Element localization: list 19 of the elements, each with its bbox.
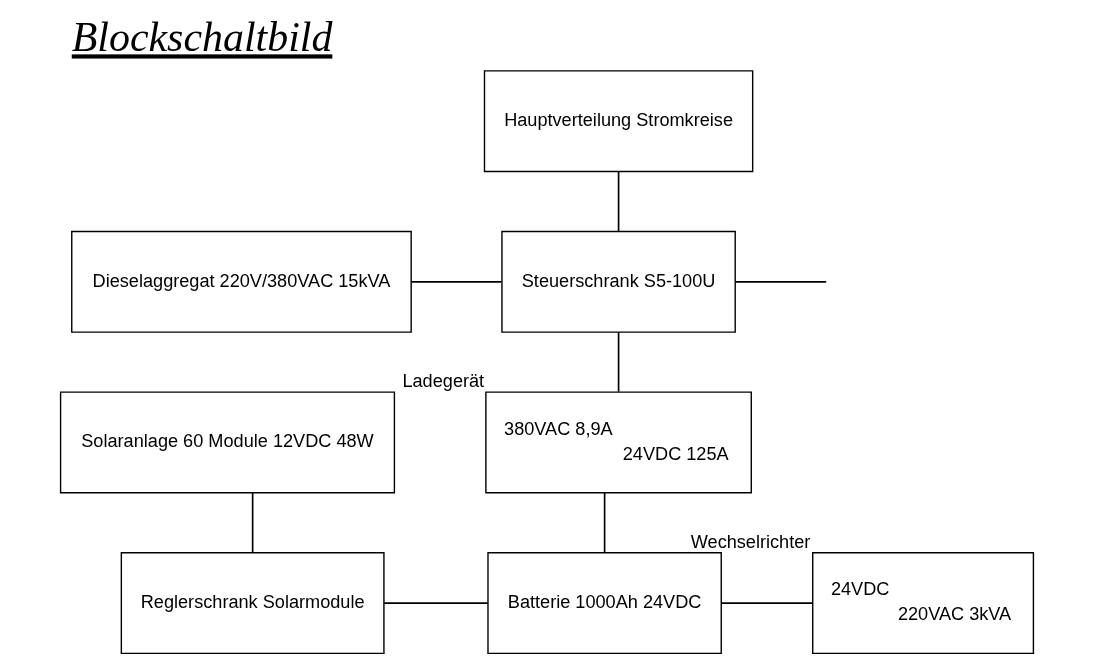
node-box: Batterie 1000Ah 24VDC	[486, 552, 722, 655]
connector	[382, 602, 489, 604]
connector	[251, 492, 253, 554]
node-box: 24VDC 220VAC 3kVA	[811, 552, 1034, 655]
node-box: 380VAC 8,9A 24VDC 125A	[484, 391, 752, 494]
node-box: Solaranlage 60 Module 12VDC 48W	[59, 391, 395, 494]
connector	[617, 170, 619, 232]
node-label: Ladegerät	[401, 371, 484, 392]
node-box: Dieselaggregat 220V/380VAC 15kVA	[70, 230, 412, 333]
node-label: Wechselrichter	[690, 531, 810, 552]
node-box: Reglerschrank Solarmodule	[120, 552, 385, 655]
node-box: Hauptverteilung Stromkreise	[483, 70, 753, 173]
connector	[720, 602, 813, 604]
connector	[409, 281, 502, 283]
connector	[617, 331, 619, 393]
connector	[734, 281, 827, 283]
node-box: Steuerschrank S5-100U	[500, 230, 736, 333]
diagram-title: Blockschaltbild	[71, 14, 332, 61]
connector	[603, 492, 605, 554]
